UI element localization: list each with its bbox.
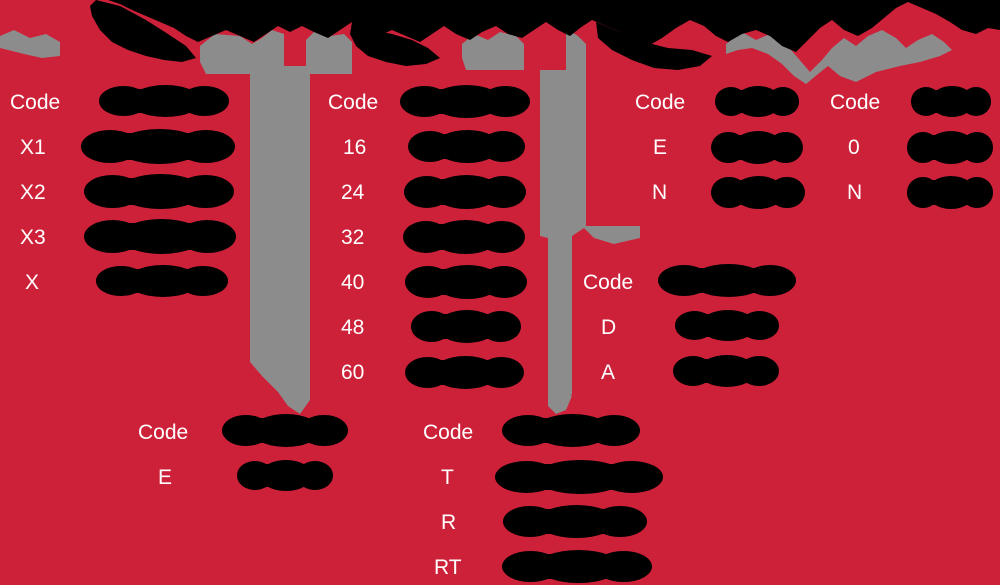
divider-shape-left [200,28,352,414]
header-redaction-shape-left [90,0,196,62]
redaction-bar [83,173,235,210]
redaction-bar [99,85,229,117]
redaction-bar [83,218,237,255]
column-da-codes-row-1-code: A [601,361,616,384]
redaction-bar [906,131,994,164]
column-da-codes-row-0-code: D [601,316,617,339]
column-x-codes-row-0-code: X1 [20,136,46,159]
divider-shape-nub-left [0,30,60,58]
header-redaction-shape-right [596,22,712,70]
redaction-bar [407,130,526,163]
column-on-codes-row-0-code: 0 [848,136,860,159]
header-redaction-shape [0,0,1000,52]
redaction-bar [658,264,796,297]
column-x-codes-row-2-code: X3 [20,226,46,249]
column-numeric-codes-row-3-code: 40 [341,271,365,294]
column-trt-codes-header: Code [423,421,474,444]
redaction-bar [400,85,530,118]
redaction-bar [711,176,805,209]
divider-shape-nub-bottom [548,390,572,414]
redaction-bar [495,459,663,495]
column-numeric-codes-row-4-code: 48 [341,316,365,339]
column-e-code-row-0-code: E [158,466,173,489]
redaction-bar [714,86,800,117]
column-e-code-header: Code [138,421,189,444]
redaction-bar [675,310,779,341]
redaction-bar [711,131,803,164]
column-x-codes-row-1-code: X2 [20,181,46,204]
column-numeric-codes-row-0-code: 16 [343,136,367,159]
column-numeric-codes-row-1-code: 24 [341,181,365,204]
column-x-codes-header: Code [10,91,61,114]
column-on-codes-row-1-code: N [847,181,863,204]
redaction-bar [402,219,526,255]
column-numeric-codes-header: Code [328,91,379,114]
column-trt-codes-row-0-code: T [441,466,454,489]
redaction-bar [403,174,527,210]
redaction-bar [501,550,653,583]
redaction-bar [410,310,522,343]
column-trt-codes-row-2-code: RT [434,556,462,579]
redaction-bar [906,176,994,209]
column-trt-codes-row-1-code: R [441,511,457,534]
redaction-bar [910,86,992,117]
header-redaction-shape-mid [350,22,440,66]
column-en-codes-row-0-code: E [653,136,668,159]
redaction-bar [222,414,348,447]
column-en-codes-header: Code [635,91,686,114]
column-numeric-codes-row-2-code: 32 [341,226,365,249]
divider-shape-right [462,28,640,406]
redaction-bar [502,414,640,447]
column-x-codes-row-3-code: X [25,271,40,294]
column-numeric-codes-row-5-code: 60 [341,361,365,384]
redaction-bar [96,265,228,297]
redaction-bar [673,355,779,387]
redaction-bar [237,460,333,491]
column-en-codes-row-1-code: N [652,181,668,204]
header-redaction-mask [0,0,1000,70]
column-on-codes-header: Code [830,91,881,114]
redaction-bar [502,505,648,538]
column-da-codes-header: Code [583,271,634,294]
redaction-bar [80,128,236,165]
redaction-bar [404,356,525,389]
redaction-bar [404,264,528,300]
